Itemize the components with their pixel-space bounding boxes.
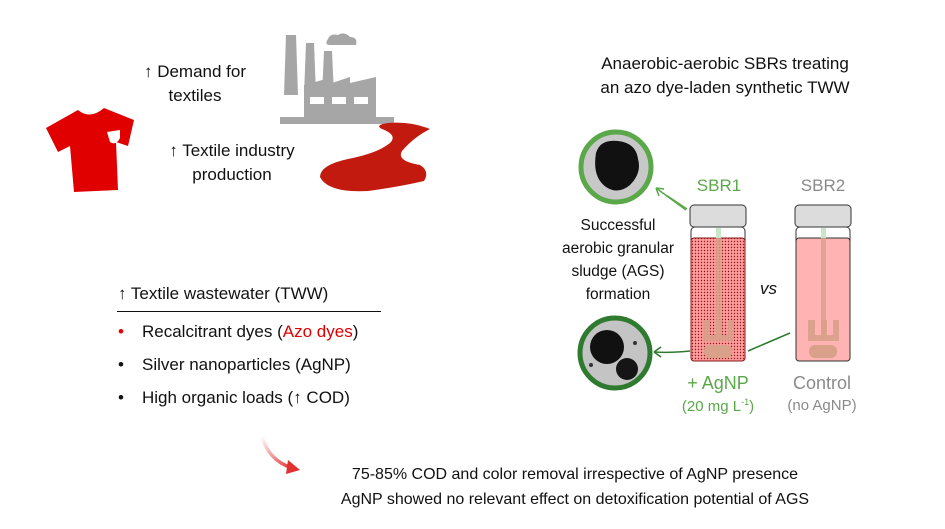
arrow-to-bottom-granule xyxy=(653,346,691,358)
dose-exponent: -1 xyxy=(741,397,750,407)
wastewater-stream-icon xyxy=(320,122,430,192)
list-item-suffix: ) xyxy=(352,322,359,341)
sbr2-reactor xyxy=(794,204,852,362)
factory-icon xyxy=(280,33,394,124)
title-line1: Anaerobic-aerobic SBRs treating xyxy=(601,54,849,73)
list-item: • Silver nanoparticles (AgNP) xyxy=(116,348,358,381)
ags-line1: Successful xyxy=(580,217,656,234)
list-item: • High organic loads (↑ COD) xyxy=(116,381,358,414)
list-item-text: Silver nanoparticles (AgNP) xyxy=(142,355,351,374)
list-item-text: Recalcitrant dyes ( xyxy=(142,322,283,341)
sbr2-condition: Control xyxy=(792,373,852,393)
granule-image-top xyxy=(578,129,654,205)
list-item-text: High organic loads (↑ COD) xyxy=(142,388,350,407)
production-text-line2: production xyxy=(192,165,272,184)
production-text: ↑ Textile industry production xyxy=(142,139,322,187)
reactors-diagram xyxy=(664,195,852,362)
ags-line3: sludge (AGS) xyxy=(571,263,665,280)
tshirt-icon xyxy=(46,108,134,192)
sbr1-dose: (20 mg L-1) xyxy=(670,397,766,415)
sbr2-label: SBR2 xyxy=(800,176,846,195)
tww-heading: ↑ Textile wastewater (TWW) xyxy=(118,282,328,306)
conclusion-line2: AgNP showed no relevant effect on detoxi… xyxy=(340,491,810,508)
demand-text-line1: ↑ Demand for xyxy=(143,62,247,81)
ags-line4: formation xyxy=(585,286,651,303)
tww-list: • Recalcitrant dyes (Azo dyes) • Silver … xyxy=(116,315,358,414)
dose-text: (20 mg L xyxy=(681,398,742,415)
tww-heading-text: ↑ Textile wastewater (TWW) xyxy=(118,284,329,303)
demand-text: ↑ Demand for textiles xyxy=(120,60,270,108)
dose-end: ) xyxy=(749,398,755,415)
sbr1-reactor xyxy=(689,204,747,362)
bullet: • xyxy=(118,355,124,374)
tww-divider xyxy=(117,311,381,312)
title-line2: an azo dye-laden synthetic TWW xyxy=(600,78,850,97)
sbr1-condition: + AgNP xyxy=(687,373,749,393)
list-item: • Recalcitrant dyes (Azo dyes) xyxy=(116,315,358,348)
vs-label: vs xyxy=(760,279,777,298)
sbr1-label: SBR1 xyxy=(696,176,742,195)
bullet: • xyxy=(118,388,124,407)
conclusion: 75-85% COD and color removal irrespectiv… xyxy=(290,462,860,512)
sbr2-note: (no AgNP) xyxy=(787,397,857,414)
bullet-red: • xyxy=(118,322,124,341)
arrow-to-top-granule xyxy=(655,187,687,211)
azo-dyes-highlight: Azo dyes xyxy=(282,322,353,341)
curved-arrow-icon xyxy=(260,435,300,474)
demand-text-line2: textiles xyxy=(168,86,222,105)
ags-line2: aerobic granular xyxy=(561,240,674,257)
production-text-line1: ↑ Textile industry xyxy=(169,141,295,160)
granule-image-bottom xyxy=(577,315,653,391)
right-panel-title: Anaerobic-aerobic SBRs treating an azo d… xyxy=(560,52,890,100)
ags-text: Successful aerobic granular sludge (AGS)… xyxy=(554,214,682,306)
conclusion-line1: 75-85% COD and color removal irrespectiv… xyxy=(351,466,799,483)
